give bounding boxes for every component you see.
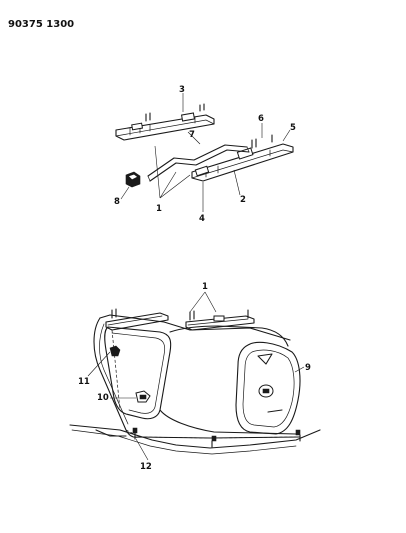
callout-6: 6	[258, 114, 264, 124]
callout-8: 8	[114, 197, 120, 207]
callout-10: 10	[97, 393, 109, 403]
callout-1-upper: 1	[156, 204, 162, 214]
lower-leader-lines	[87, 291, 305, 461]
callout-4: 4	[199, 214, 205, 224]
reference-number: 90375 1300	[8, 19, 74, 30]
cross-slats	[147, 144, 250, 182]
body-fasteners	[132, 427, 301, 448]
upper-leader-lines	[120, 93, 291, 212]
callout-11: 11	[78, 377, 90, 387]
callout-1-lower: 1	[202, 282, 208, 292]
vehicle-body-assembly	[69, 314, 321, 455]
callout-12: 12	[140, 462, 152, 472]
callout-2: 2	[240, 195, 246, 205]
callout-9: 9	[305, 363, 311, 373]
mounted-rack-rails	[105, 308, 255, 331]
callout-7: 7	[189, 130, 195, 140]
upper-rack-assembly	[115, 103, 294, 188]
rear-rack-rail	[115, 103, 215, 141]
front-rack-rail	[191, 134, 294, 182]
quarter-trim-clip	[109, 345, 121, 357]
callout-5: 5	[290, 123, 296, 133]
callout-3: 3	[179, 85, 185, 95]
end-cap-clip	[125, 171, 141, 188]
